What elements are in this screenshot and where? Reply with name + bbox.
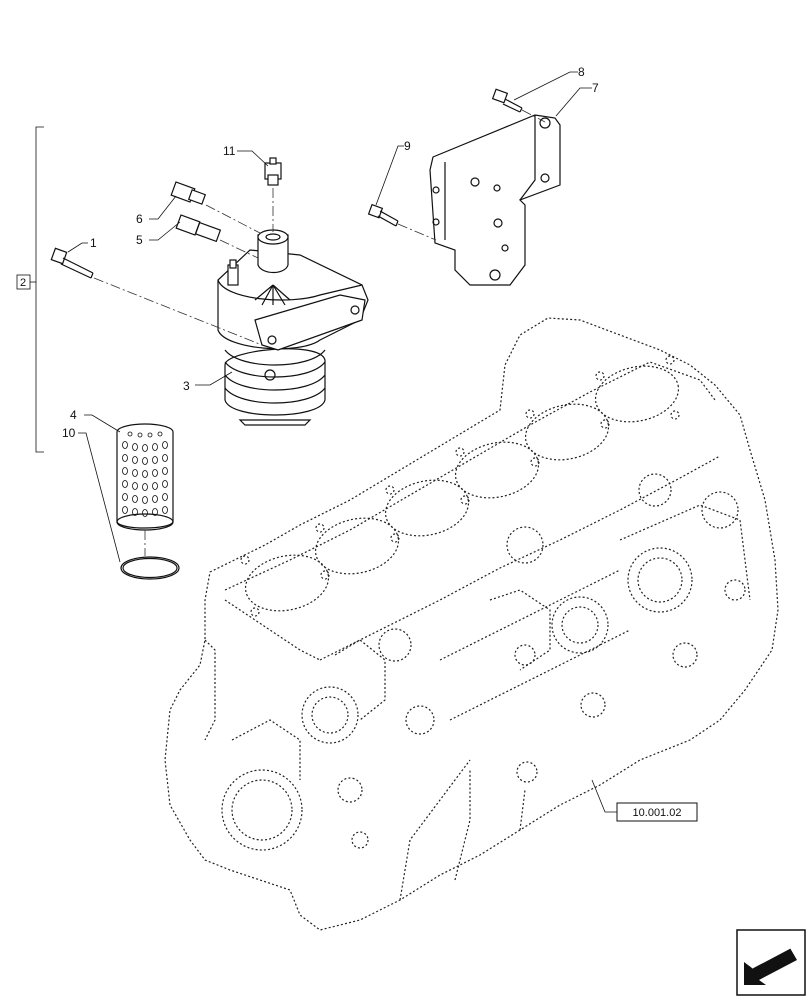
- callout-11: 11: [223, 144, 236, 158]
- connector-11: [264, 157, 282, 232]
- bolt-8: [491, 88, 546, 123]
- reference-box: 10.001.02: [616, 802, 698, 822]
- callout-2: 2: [20, 277, 26, 289]
- callout-3: 3: [183, 379, 190, 393]
- callout-5: 5: [136, 233, 143, 247]
- reference-label: 10.001.02: [633, 807, 682, 819]
- callout-10: 10: [62, 426, 76, 440]
- o-ring-10: [120, 556, 180, 580]
- callout-7: 7: [592, 81, 599, 95]
- arrow-icon[interactable]: [736, 929, 806, 996]
- bolt-1: [50, 247, 263, 346]
- mounting-bracket: [429, 114, 561, 286]
- callout-6: 6: [136, 212, 143, 226]
- callout-4: 4: [70, 408, 77, 422]
- callouts: 1 2 3 4 5 6 7 8 9 10 11: [20, 65, 599, 440]
- callout-1: 1: [90, 236, 97, 250]
- leader-lines: [67, 71, 617, 813]
- group-bracket: [16, 126, 44, 453]
- filter-element-4: [116, 423, 174, 556]
- engine-block: [164, 317, 779, 931]
- sensor-6: [170, 181, 261, 234]
- filter-housing: [217, 229, 369, 426]
- sensor-5: [175, 214, 259, 259]
- callout-9: 9: [404, 139, 411, 153]
- callout-8: 8: [578, 65, 585, 79]
- bolt-9: [367, 203, 437, 241]
